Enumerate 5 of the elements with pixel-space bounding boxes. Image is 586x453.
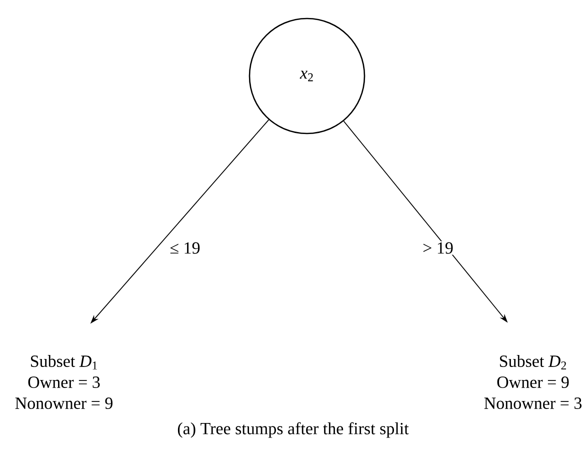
caption: (a) Tree stumps after the first split [178, 422, 409, 438]
leaf-text: Subset D$_{2}$ Owner = 9 Nonowner = 3 [484, 355, 582, 409]
edge-label: ≤ 19 [168, 241, 202, 255]
edge-label: > 19 [422, 241, 454, 255]
leaf-text: Subset D$_{1}$ Owner = 3 Nonowner = 9 [15, 355, 112, 409]
